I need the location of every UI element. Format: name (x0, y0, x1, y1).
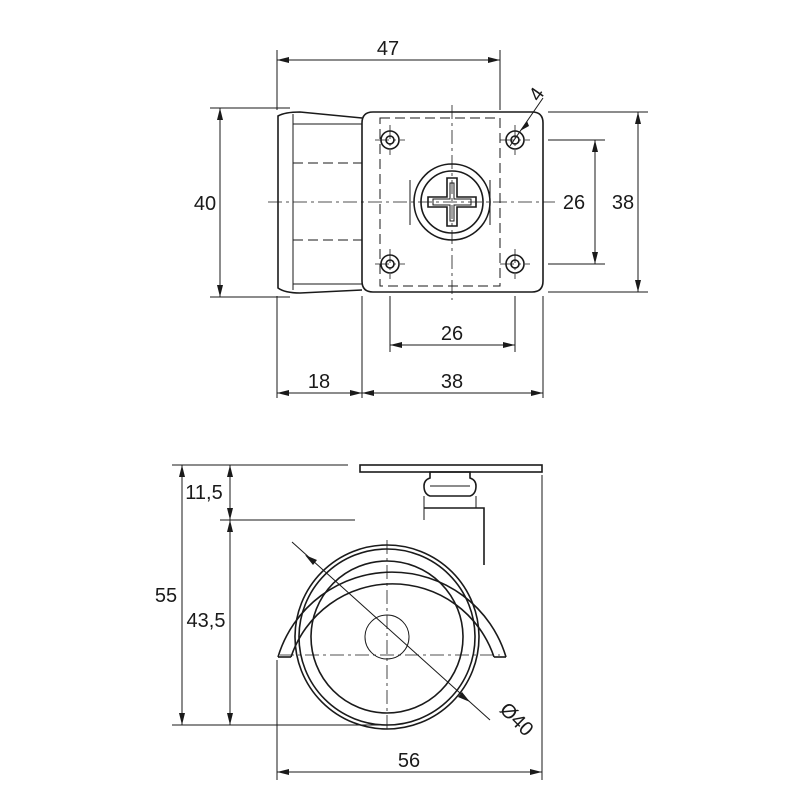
dim-label-47: 47 (377, 38, 399, 60)
side-view: Ø40 11,5 55 43,5 (155, 464, 543, 780)
dim-label-18: 18 (308, 371, 330, 393)
side-view-fork (423, 496, 485, 565)
dim-label-38-horizontal: 38 (441, 371, 463, 393)
dim-label-26-vertical: 26 (563, 192, 585, 214)
dim-top-hole-spacing-vertical: 26 (548, 139, 605, 265)
dim-side-wheel-height: 43,5 (187, 520, 233, 725)
dim-label-43-5: 43,5 (187, 610, 226, 632)
top-view-housing (277, 111, 363, 294)
dim-label-4: 4 (525, 84, 549, 106)
dim-top-plate-height: 38 (548, 111, 648, 293)
dim-side-plate-thickness: 11,5 (172, 464, 355, 521)
dim-label-55: 55 (155, 585, 177, 607)
dim-top-height-overall: 40 (194, 107, 290, 298)
dim-label-11-5: 11,5 (185, 482, 222, 504)
top-view-center-lines (268, 105, 555, 300)
dim-top-hole-spacing-horizontal: 26 (389, 296, 516, 352)
dim-top-offset-and-plate-width: 18 38 (276, 296, 544, 398)
side-view-wheel-housing (277, 571, 507, 658)
dim-label-56: 56 (398, 750, 420, 772)
side-view-swivel-neck (423, 471, 477, 497)
dim-top-width-overall: 47 (276, 38, 501, 110)
dim-side-total-width: 56 (276, 475, 543, 780)
side-view-wheel (280, 540, 500, 730)
top-view: 47 4 40 26 (194, 38, 648, 398)
dim-label-26-horizontal: 26 (441, 323, 463, 345)
side-view-mounting-plate (359, 464, 543, 473)
dim-label-38-vertical: 38 (612, 192, 634, 214)
dim-side-total-height: 55 (155, 465, 385, 726)
dim-label-diameter-40: Ø40 (495, 699, 537, 741)
dim-label-40: 40 (194, 193, 216, 215)
